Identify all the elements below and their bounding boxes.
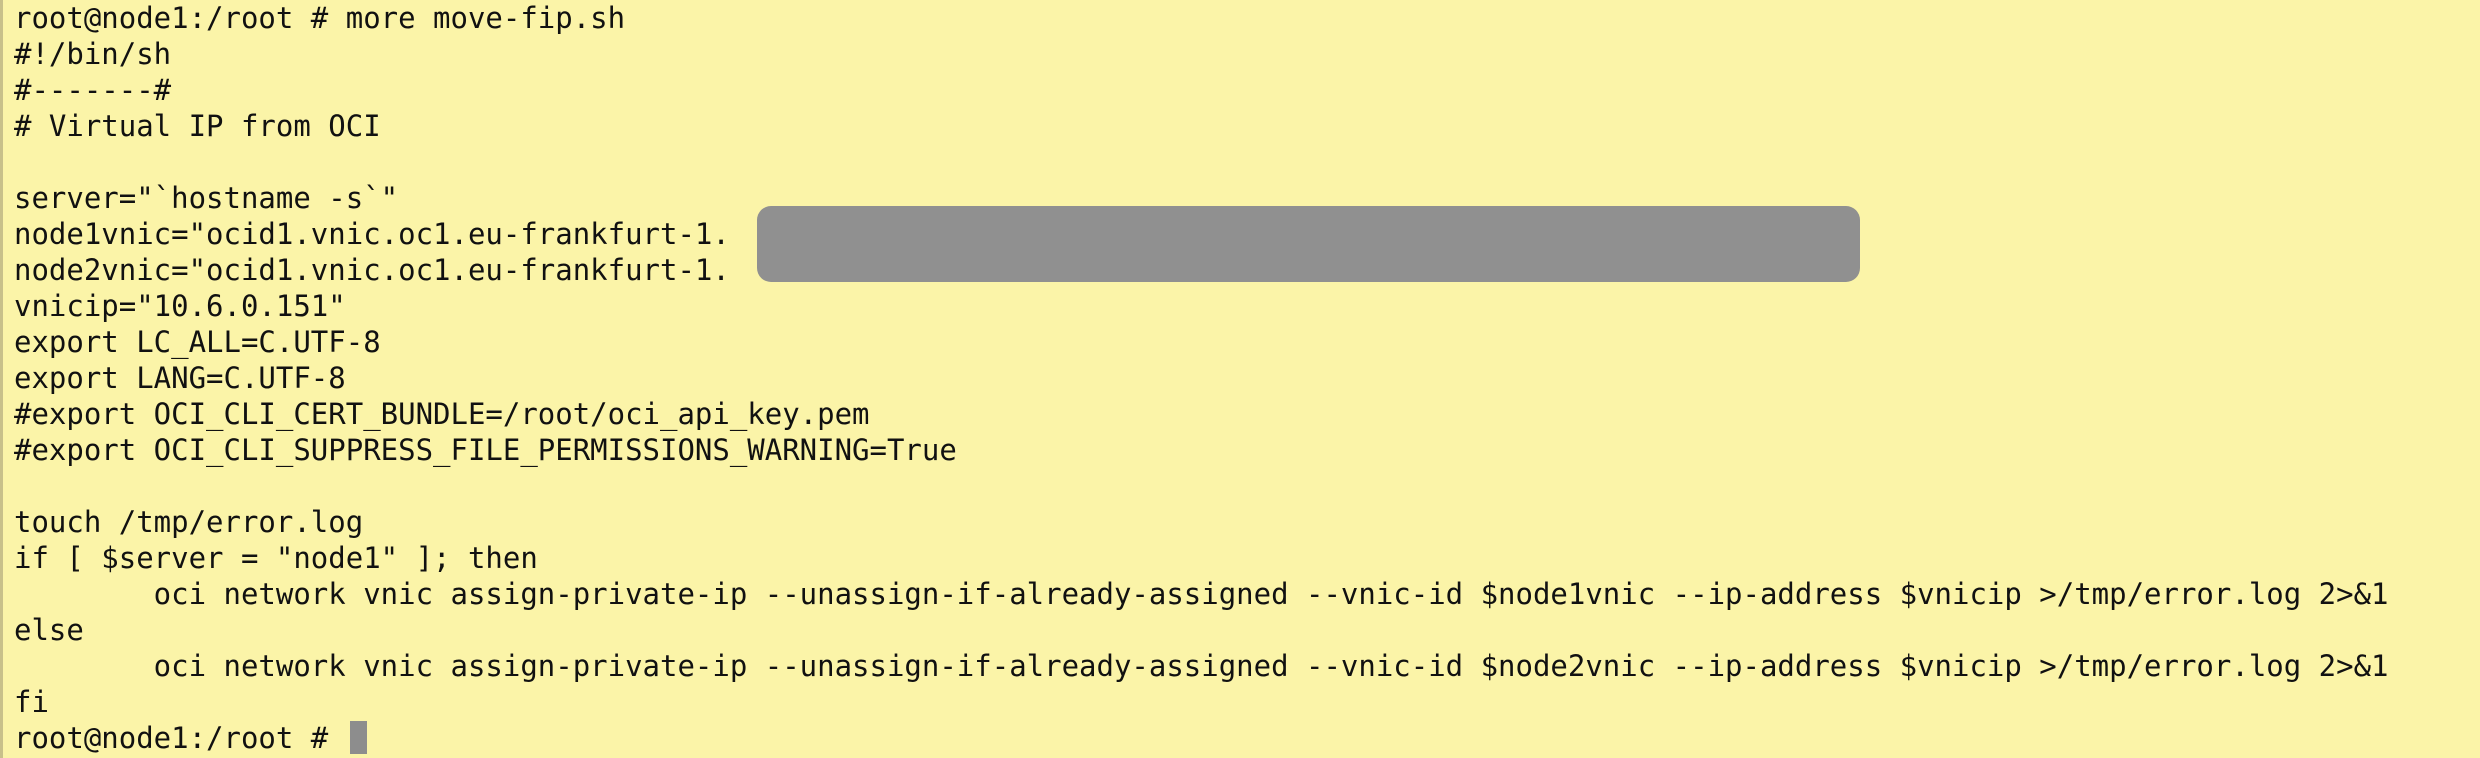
script-line: fi [14,685,49,719]
script-line: else [14,613,84,647]
prompt-line[interactable]: root@node1:/root # [14,720,2389,756]
script-line: export LANG=C.UTF-8 [14,361,346,395]
script-line: oci network vnic assign-private-ip --una… [14,649,2389,683]
script-line: oci network vnic assign-private-ip --una… [14,577,2389,611]
script-line: server="`hostname -s`" [14,181,399,215]
script-line: node2vnic="ocid1.vnic.oc1.eu-frankfurt-1… [14,253,730,287]
script-line: # Virtual IP from OCI [14,109,381,143]
script-line: touch /tmp/error.log [14,505,364,539]
script-line: #export OCI_CLI_SUPPRESS_FILE_PERMISSION… [14,433,957,467]
script-line: #export OCI_CLI_CERT_BUNDLE=/root/oci_ap… [14,397,870,431]
script-line: #-------# [14,73,172,107]
script-line: vnicip="10.6.0.151" [14,289,346,323]
redaction-box [757,206,1860,282]
text-cursor [349,721,367,754]
script-line: node1vnic="ocid1.vnic.oc1.eu-frankfurt-1… [14,217,730,251]
blank-line [14,468,2389,504]
script-line: #!/bin/sh [14,37,172,71]
window-edge [0,0,3,758]
blank-line [14,144,2389,180]
shell-prompt: root@node1:/root # [14,721,346,755]
terminal-output: root@node1:/root # more move-fip.sh #!/b… [14,0,2389,756]
script-line: export LC_ALL=C.UTF-8 [14,325,381,359]
command-line: root@node1:/root # more move-fip.sh [14,1,626,35]
script-line: if [ $server = "node1" ]; then [14,541,538,575]
